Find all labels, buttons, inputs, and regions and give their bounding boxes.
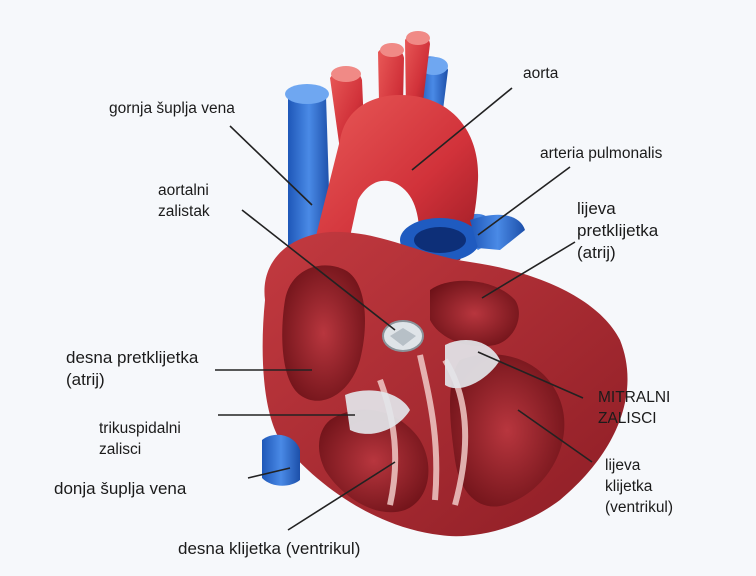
label-text: arteria pulmonalis xyxy=(540,143,662,164)
label-aortalni-zalistak: aortalni zalistak xyxy=(158,180,210,222)
label-text-line1: aortalni xyxy=(158,180,210,201)
inferior-vena-cava-shape xyxy=(262,435,300,486)
label-mitralni-zalisci: MITRALNI ZALISCI xyxy=(598,387,670,429)
label-text-line1: lijeva xyxy=(577,198,658,220)
leader-arteria xyxy=(478,167,570,235)
label-lijeva-pretklijetka: lijeva pretklijetka (atrij) xyxy=(577,198,658,264)
label-text-line1: MITRALNI xyxy=(598,387,670,408)
label-desna-pretklijetka: desna pretklijetka (atrij) xyxy=(66,347,198,391)
label-trikuspidalni-zalisci: trikuspidalni zalisci xyxy=(99,418,181,460)
label-text-line2: klijetka xyxy=(605,476,673,497)
label-text: desna klijetka (ventrikul) xyxy=(178,538,360,560)
label-text-line2: zalisci xyxy=(99,439,181,460)
label-text: aorta xyxy=(523,63,558,84)
label-arteria-pulmonalis: arteria pulmonalis xyxy=(540,143,662,164)
label-gornja-suplja-vena: gornja šuplja vena xyxy=(109,98,235,119)
label-text-line1: lijeva xyxy=(605,455,673,476)
label-donja-suplja-vena: donja šuplja vena xyxy=(54,478,186,500)
label-text-line2: pretklijetka xyxy=(577,220,658,242)
label-text-line2: ZALISCI xyxy=(598,408,670,429)
label-aorta: aorta xyxy=(523,63,558,84)
label-text-line3: (atrij) xyxy=(577,242,658,264)
label-desna-klijetka: desna klijetka (ventrikul) xyxy=(178,538,360,560)
label-lijeva-klijetka: lijeva klijetka (ventrikul) xyxy=(605,455,673,518)
label-text-line2: (atrij) xyxy=(66,369,198,391)
label-text-line3: (ventrikul) xyxy=(605,497,673,518)
label-text-line1: desna pretklijetka xyxy=(66,347,198,369)
label-text-line2: zalistak xyxy=(158,201,210,222)
label-text: gornja šuplja vena xyxy=(109,98,235,119)
label-text: donja šuplja vena xyxy=(54,478,186,500)
label-text-line1: trikuspidalni xyxy=(99,418,181,439)
